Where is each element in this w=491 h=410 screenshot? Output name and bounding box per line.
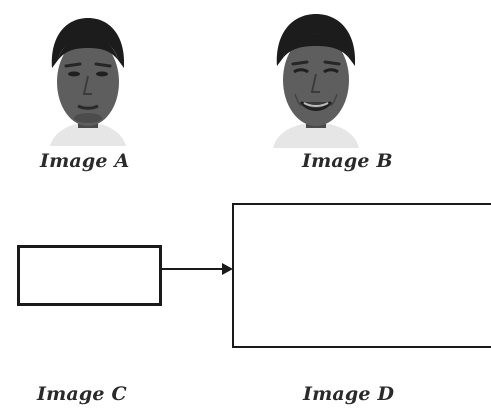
- image-c-box: [17, 245, 162, 306]
- caption-image-c: Image C: [37, 383, 127, 405]
- caption-image-d: Image D: [303, 383, 395, 405]
- face-portrait-smiling-icon: [273, 14, 359, 148]
- image-d-box: [232, 203, 491, 348]
- caption-image-a: Image A: [40, 150, 130, 172]
- face-portrait-neutral-icon: [50, 18, 126, 146]
- caption-image-b: Image B: [302, 150, 393, 172]
